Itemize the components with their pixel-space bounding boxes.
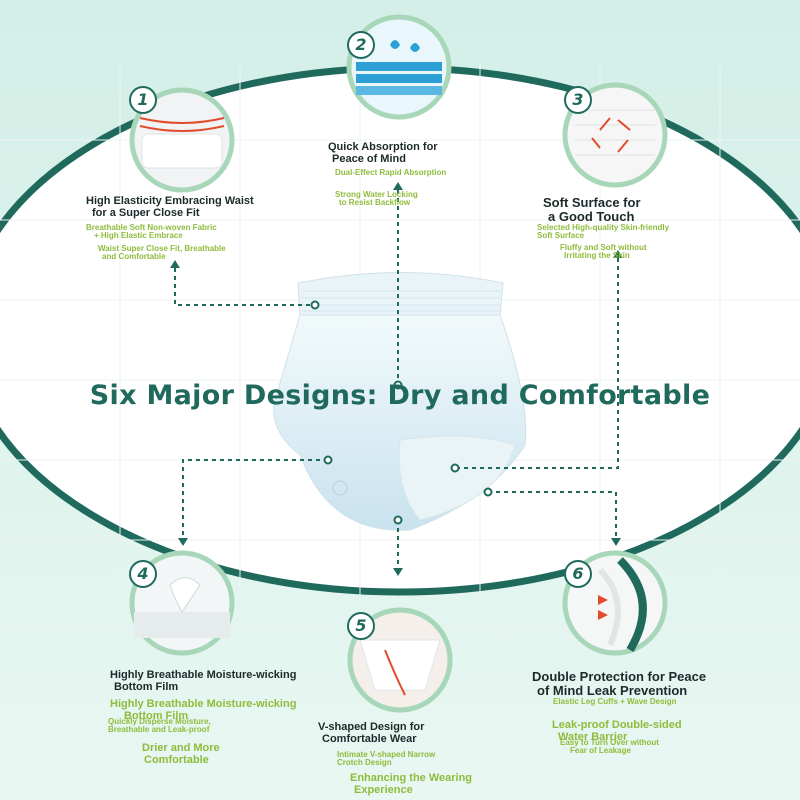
feature-4-sub2: Quickly Disperse Moisture, Breathable an… bbox=[108, 717, 211, 735]
diaper-product-image bbox=[273, 272, 527, 531]
feature-5-sub2: Enhancing the Wearing Experience bbox=[350, 772, 473, 796]
connector-lines bbox=[174, 190, 619, 568]
badge-3: 3 bbox=[564, 86, 592, 114]
feature-1-sub1: Breathable Soft Non-woven Fabric + High … bbox=[86, 223, 217, 241]
badge-6: 6 bbox=[564, 560, 592, 588]
feature-1-sub2: Waist Super Close Fit, Breathable and Co… bbox=[98, 244, 226, 262]
connector-arrowheads bbox=[170, 182, 623, 576]
feature-2-title: Quick Absorption for Peace of Mind bbox=[328, 141, 438, 165]
badge-1: 1 bbox=[129, 86, 157, 114]
badge-4: 4 bbox=[129, 560, 157, 588]
feature-3-sub1: Selected High-quality Skin-friendly Soft… bbox=[537, 223, 670, 241]
badge-2: 2 bbox=[347, 31, 375, 59]
feature-4-title: Highly Breathable Moisture-wicking Botto… bbox=[110, 669, 297, 693]
feature-photo-1 bbox=[129, 87, 235, 193]
feature-6-sub3: Easy to Turn Over without Fear of Leakag… bbox=[560, 738, 659, 756]
feature-4-sub1: Highly Breathable Moisture-wicking Botto… bbox=[110, 698, 297, 722]
feature-5-sub1: Intimate V-shaped Narrow Crotch Design bbox=[337, 750, 436, 768]
feature-6-sub2: Leak-proof Double-sided Water Barrier bbox=[552, 719, 682, 743]
page-title: Six Major Designs: Dry and Comfortable bbox=[89, 380, 711, 411]
feature-photo-5 bbox=[347, 607, 453, 713]
feature-6-title: Double Protection for Peace of Mind Leak… bbox=[532, 669, 707, 698]
feature-2-sub1: Dual-Effect Rapid Absorption bbox=[335, 168, 447, 177]
feature-photo-3 bbox=[562, 82, 668, 188]
connector-dots bbox=[310, 300, 493, 525]
feature-6-sub1: Elastic Leg Cuffs + Wave Design bbox=[553, 697, 677, 706]
feature-3-title: Soft Surface for a Good Touch bbox=[543, 195, 641, 224]
feature-1-title: High Elasticity Embracing Waist for a Su… bbox=[86, 195, 254, 219]
feature-2-sub2: Strong Water Locking to Resist Backflow bbox=[335, 190, 418, 208]
feature-3-sub2: Fluffy and Soft without Irritating the S… bbox=[560, 243, 647, 261]
feature-photo-4 bbox=[129, 550, 235, 656]
feature-5-title: V-shaped Design for Comfortable Wear bbox=[318, 721, 425, 745]
feature-4-sub3: Drier and More Comfortable bbox=[142, 742, 220, 766]
badge-5: 5 bbox=[347, 612, 375, 640]
